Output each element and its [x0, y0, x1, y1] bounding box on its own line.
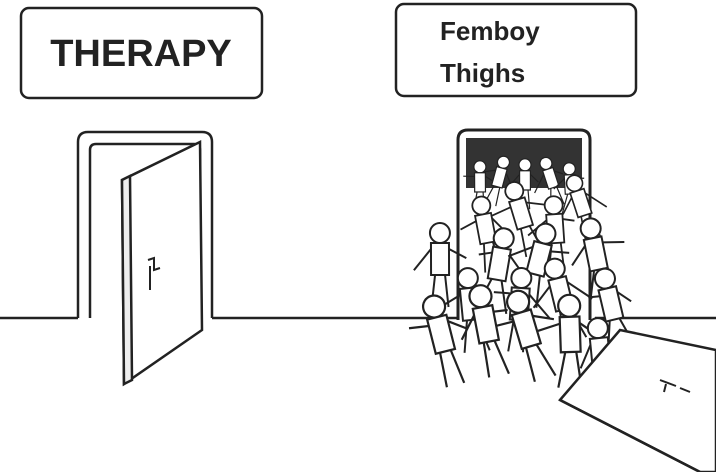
stick-figure: [588, 267, 637, 354]
right-sign-line2: Thighs: [440, 58, 525, 88]
stick-figure: [490, 181, 550, 258]
stick-figure: [408, 294, 468, 388]
right-sign-line1: Femboy: [440, 16, 540, 46]
stick-figure: [562, 174, 608, 242]
therapy-sign-label: THERAPY: [50, 33, 232, 75]
stick-figure: [534, 156, 565, 209]
stick-figure: [413, 222, 467, 308]
stick-figure: [460, 284, 510, 378]
stick-figure: [460, 195, 508, 273]
therapy-sign: THERAPY: [19, 6, 264, 100]
stick-figure: [463, 160, 495, 212]
stick-figure-crowd: [408, 155, 637, 403]
stick-figure: [510, 158, 539, 210]
femboy-thighs-sign: Femboy Thighs: [394, 2, 638, 98]
fallen-door: [558, 328, 716, 472]
stick-figure: [495, 289, 557, 383]
stick-figure: [532, 257, 593, 343]
therapy-door: [76, 130, 214, 387]
stick-figure: [571, 217, 625, 305]
stick-figure: [483, 155, 513, 207]
